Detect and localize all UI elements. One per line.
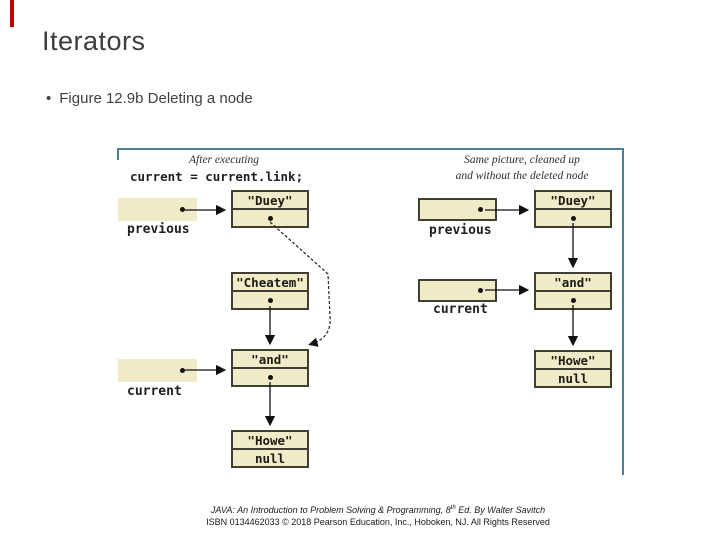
node-link-null: null (536, 368, 610, 386)
citation-line2: ISBN 0134462033 © 2018 Pearson Education… (206, 516, 550, 527)
current-variable-after (418, 279, 497, 302)
pointer-dot (570, 297, 576, 303)
figure-frame-left-stub (117, 150, 119, 160)
node-howe-before: "Howe" null (231, 430, 309, 468)
previous-label-before: previous (127, 222, 190, 237)
current-label-after: current (433, 302, 488, 317)
before-code: current = current.link; (130, 169, 304, 184)
node-and-after: "and" (534, 272, 612, 310)
pointer-dot (478, 288, 483, 293)
citation-superscript: th (450, 505, 456, 511)
node-value: "Cheatem" (236, 274, 304, 290)
node-duey-before: "Duey" (231, 190, 309, 228)
before-caption: After executing (189, 154, 259, 166)
node-value: "Howe" (247, 432, 293, 448)
pointer-dot (267, 297, 273, 303)
node-link-null: null (233, 448, 307, 466)
node-link (536, 290, 610, 308)
previous-variable-after (418, 198, 497, 221)
node-link (233, 290, 307, 308)
node-and-before: "and" (231, 349, 309, 387)
node-link (536, 208, 610, 226)
after-caption-line1: Same picture, cleaned up (464, 154, 580, 166)
pointer-dot (267, 374, 273, 380)
previous-label-after: previous (429, 223, 492, 238)
bullet-text: Figure 12.9b Deleting a node (59, 90, 253, 107)
pointer-dot (478, 207, 483, 212)
node-link (233, 367, 307, 385)
pointer-dot (180, 368, 185, 373)
node-link (233, 208, 307, 226)
node-cheatem-before: "Cheatem" (231, 272, 309, 310)
current-label-before: current (127, 384, 182, 399)
node-duey-after: "Duey" (534, 190, 612, 228)
after-caption-line2: and without the deleted node (455, 170, 589, 182)
current-variable-before (118, 359, 197, 382)
node-value: "and" (251, 351, 289, 367)
node-howe-after: "Howe" null (534, 350, 612, 388)
pointer-dot (180, 207, 185, 212)
node-value: "Howe" (550, 352, 596, 368)
bullet-item: • Figure 12.9b Deleting a node (46, 90, 253, 107)
figure-12-9b: After executing current = current.link; … (117, 148, 624, 475)
node-value: "Duey" (550, 192, 596, 208)
citation: JAVA: An Introduction to Problem Solving… (36, 503, 720, 528)
page-title: Iterators (42, 26, 146, 56)
pointer-dot (267, 215, 273, 221)
node-value: "Duey" (247, 192, 293, 208)
previous-variable-before (118, 198, 197, 221)
citation-line1: JAVA: An Introduction to Problem Solving… (210, 505, 546, 515)
slide-accent-mark (10, 0, 14, 27)
bullet-marker: • (46, 90, 52, 107)
pointer-dot (570, 215, 576, 221)
node-value: "and" (554, 274, 592, 290)
